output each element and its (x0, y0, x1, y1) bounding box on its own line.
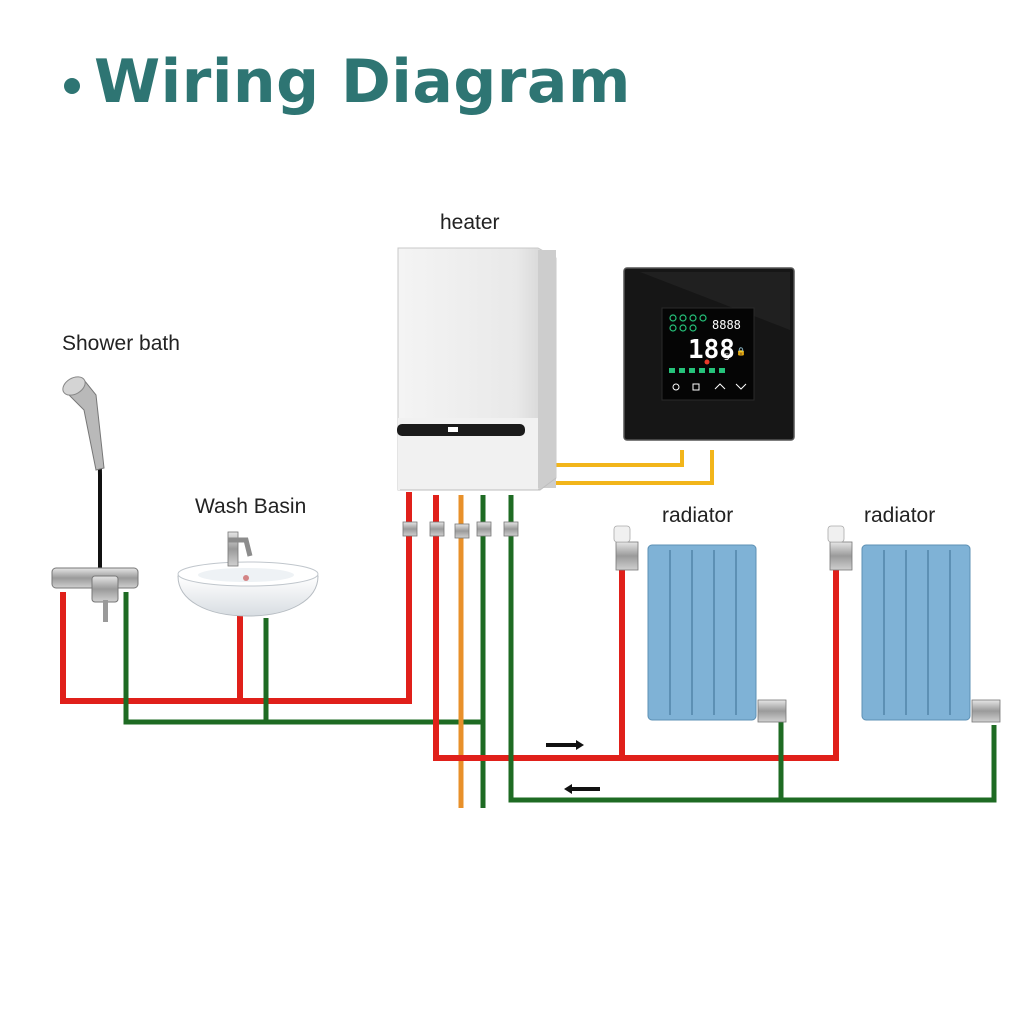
radiator-label-1: radiator (662, 504, 734, 527)
heater-unit (397, 247, 557, 491)
heater-label: heater (440, 211, 500, 234)
radiator-1 (613, 525, 787, 723)
chevron-down-icon[interactable] (735, 383, 747, 390)
radiator-label-2: radiator (864, 504, 936, 527)
flow-arrow-right (546, 740, 584, 750)
page-title: Wiring Diagram (94, 47, 631, 117)
thermostat-small-digits: 8888 (712, 318, 741, 332)
thermostat-wires (534, 450, 714, 485)
wash-basin (177, 531, 319, 617)
pipes (60, 492, 997, 808)
thermostat: 8888 188 5 🔒 (623, 267, 795, 441)
heater-valves (402, 521, 519, 539)
lock-icon: 🔒 (736, 347, 746, 356)
thermostat-main-digits: 188 (688, 335, 735, 365)
thermostat-decimal: 5 (724, 353, 730, 363)
shower-bath (51, 376, 139, 622)
title-row: Wiring Diagram (64, 42, 631, 122)
chevron-up-icon[interactable] (714, 383, 726, 390)
menu-icon[interactable] (692, 383, 700, 391)
shower-label: Shower bath (62, 332, 180, 355)
flow-arrow-left (564, 784, 600, 794)
power-icon[interactable] (672, 383, 680, 391)
title-bullet (64, 78, 80, 94)
basin-label: Wash Basin (195, 495, 307, 518)
radiator-2 (827, 525, 1001, 723)
